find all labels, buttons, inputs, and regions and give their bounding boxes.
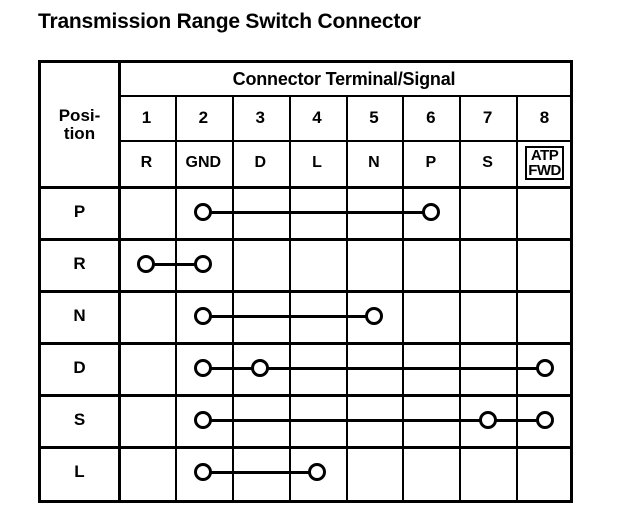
grid-hline-banner — [118, 95, 570, 97]
continuity-dot-p-terminal-2 — [194, 203, 213, 221]
grid-hline-row-p — [41, 238, 570, 241]
grid-vline-3 — [288, 95, 291, 500]
header-signal-3: D — [254, 153, 267, 171]
row-label-p: P — [73, 202, 86, 222]
table-grid — [41, 63, 570, 500]
header-signal-7: S — [482, 153, 493, 171]
header-connector-terminal-signal: Connector Terminal/Signal — [232, 68, 456, 89]
continuity-dot-s-terminal-2 — [194, 411, 213, 429]
header-terminal-5: 5 — [369, 107, 379, 127]
header-signal-8: ATP FWD — [516, 140, 573, 186]
continuity-dot-l-terminal-4 — [308, 463, 327, 481]
header-position-line1: Posi- — [58, 105, 101, 125]
row-label-n: N — [73, 306, 86, 326]
header-signal-8-line2: FWD — [528, 162, 561, 179]
transmission-range-switch-table: Posi- tion Connector Terminal/Signal 1 2… — [38, 60, 573, 503]
grid-vline-2 — [231, 95, 234, 500]
header-terminal-2: 2 — [198, 107, 209, 127]
grid-hline-row-d — [41, 394, 570, 397]
header-terminal-3: 3 — [255, 107, 265, 127]
grid-hline-row-r — [41, 290, 570, 293]
continuity-dot-s-terminal-7 — [478, 411, 497, 429]
header-terminal-7: 7 — [482, 107, 493, 127]
continuity-dot-n-terminal-2 — [194, 307, 213, 325]
continuity-dot-d-terminal-2 — [194, 359, 213, 377]
continuity-line-r — [146, 262, 204, 266]
grid-hline-header-bottom — [41, 186, 570, 189]
continuity-line-d — [203, 366, 545, 370]
header-signal-2: GND — [185, 153, 222, 171]
continuity-dot-s-terminal-8 — [535, 411, 554, 429]
grid-vline-1 — [174, 95, 177, 500]
grid-hline-numbers — [118, 140, 570, 142]
header-signal-8-line1: ATP — [530, 147, 559, 164]
grid-vline-6 — [459, 95, 462, 500]
grid-vline-4 — [345, 95, 348, 500]
grid-hline-row-s — [41, 446, 570, 449]
header-position-line2: tion — [63, 123, 96, 143]
continuity-line-n — [203, 314, 375, 318]
page-title: Transmission Range Switch Connector — [38, 10, 421, 33]
header-signal-1: R — [140, 153, 153, 171]
continuity-line-s — [203, 418, 545, 422]
header-terminal-8: 8 — [539, 107, 550, 127]
continuity-dot-d-terminal-3 — [251, 359, 270, 377]
continuity-dot-r-terminal-2 — [194, 255, 213, 273]
header-terminal-4: 4 — [312, 107, 322, 127]
header-terminal-1: 1 — [141, 107, 152, 127]
header-position: Posi- tion — [41, 63, 118, 186]
continuity-dot-n-terminal-5 — [365, 307, 384, 325]
row-label-s: S — [73, 410, 86, 430]
continuity-dot-d-terminal-8 — [535, 359, 554, 377]
header-signal-6: P — [425, 153, 437, 171]
header-signal-5: N — [368, 153, 380, 171]
grid-vline-7 — [516, 95, 519, 500]
continuity-line-p — [203, 210, 431, 214]
header-signal-4: L — [312, 153, 322, 171]
grid-hline-row-n — [41, 342, 570, 345]
header-terminal-6: 6 — [426, 107, 436, 127]
continuity-dot-l-terminal-2 — [194, 463, 213, 481]
continuity-dot-r-terminal-1 — [137, 255, 156, 273]
row-label-l: L — [74, 462, 85, 482]
continuity-layer — [41, 63, 570, 500]
continuity-line-l — [203, 470, 318, 474]
row-label-d: D — [73, 358, 86, 378]
continuity-dot-p-terminal-6 — [421, 203, 440, 221]
row-label-r: R — [73, 254, 86, 274]
grid-vline-position — [118, 63, 121, 500]
grid-vline-5 — [402, 95, 405, 500]
